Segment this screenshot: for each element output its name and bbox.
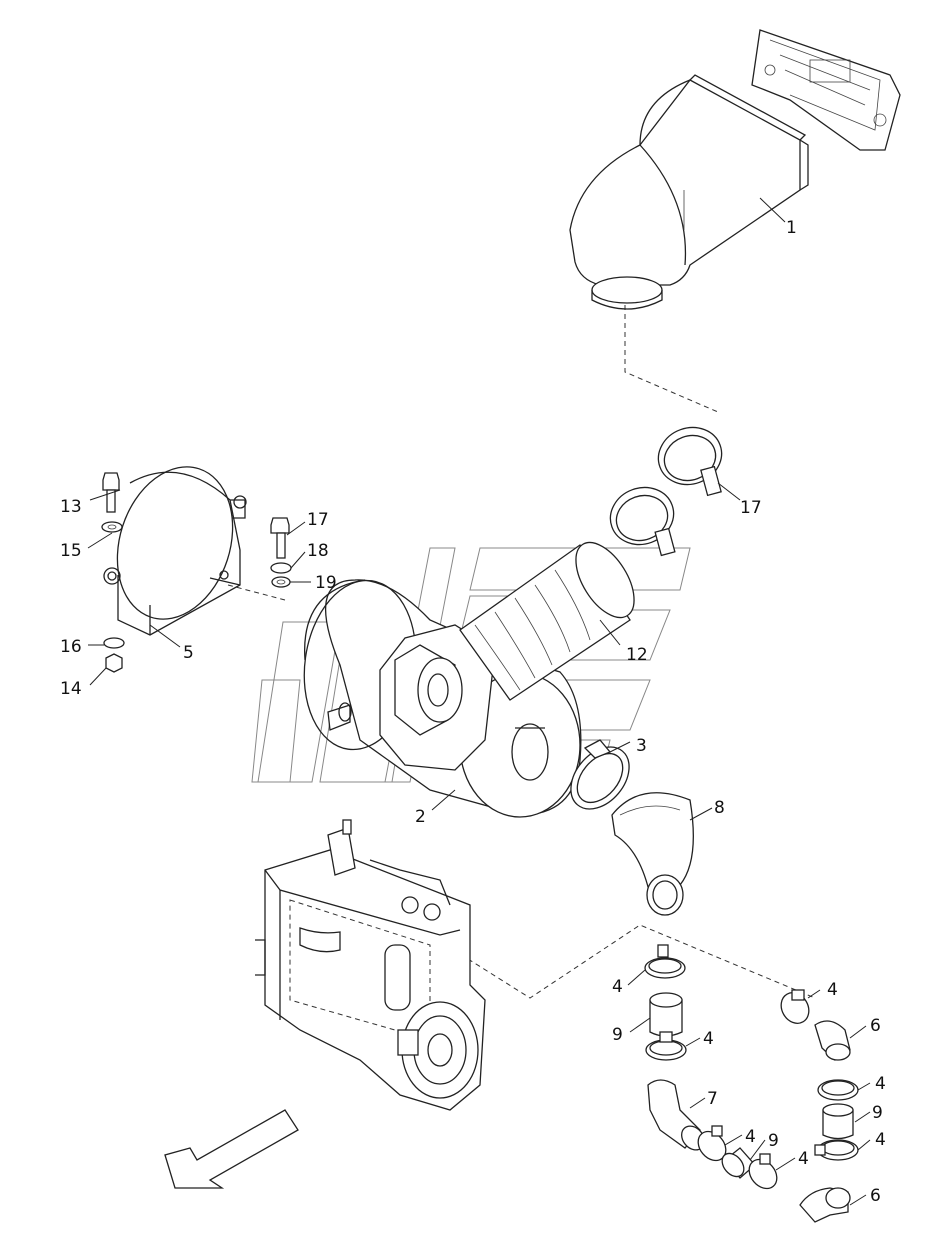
callout-9-b: 9 bbox=[768, 1131, 779, 1151]
callout-4-f: 4 bbox=[875, 1074, 886, 1094]
callout-5: 5 bbox=[183, 643, 194, 663]
hose-clamps-17 bbox=[609, 426, 723, 557]
callout-8: 8 bbox=[714, 798, 725, 818]
small-hose-parts bbox=[644, 944, 859, 1223]
callout-17-left: 17 bbox=[307, 510, 329, 530]
callout-4-g: 4 bbox=[875, 1130, 886, 1150]
callout-13: 13 bbox=[60, 497, 82, 517]
callout-labels: 1 13 15 16 14 5 17 18 19 17 12 3 8 2 4 9… bbox=[60, 218, 886, 1206]
callout-17-right: 17 bbox=[740, 498, 762, 518]
elbow-hose-8 bbox=[611, 792, 694, 916]
callout-19: 19 bbox=[315, 573, 337, 593]
callout-4-c: 4 bbox=[745, 1127, 756, 1147]
leader-lines bbox=[87, 197, 871, 1206]
filter-holder-band bbox=[103, 466, 247, 636]
air-intake-duct bbox=[569, 74, 809, 310]
callout-9-c: 9 bbox=[872, 1103, 883, 1123]
bolt-set-right bbox=[270, 517, 292, 588]
mounting-bracket bbox=[751, 29, 901, 151]
callout-7: 7 bbox=[707, 1089, 718, 1109]
callout-12: 12 bbox=[626, 645, 648, 665]
callout-6-b: 6 bbox=[870, 1186, 881, 1206]
callout-4-d: 4 bbox=[798, 1149, 809, 1169]
callout-2: 2 bbox=[415, 807, 426, 827]
callout-6-a: 6 bbox=[870, 1016, 881, 1036]
callout-4-a: 4 bbox=[612, 977, 623, 997]
callout-15: 15 bbox=[60, 541, 82, 561]
callout-9-a: 9 bbox=[612, 1025, 623, 1045]
callout-18: 18 bbox=[307, 541, 329, 561]
callout-4-b: 4 bbox=[703, 1029, 714, 1049]
direction-arrow-icon bbox=[164, 1109, 299, 1189]
callout-4-e: 4 bbox=[827, 980, 838, 1000]
callout-3: 3 bbox=[636, 736, 647, 756]
air-filter-housing bbox=[303, 579, 582, 818]
callout-16: 16 bbox=[60, 637, 82, 657]
clamp-3 bbox=[570, 739, 630, 810]
engine-block bbox=[255, 819, 486, 1111]
corrugated-hose bbox=[459, 541, 635, 701]
callout-1: 1 bbox=[786, 218, 797, 238]
callout-14: 14 bbox=[60, 679, 82, 699]
